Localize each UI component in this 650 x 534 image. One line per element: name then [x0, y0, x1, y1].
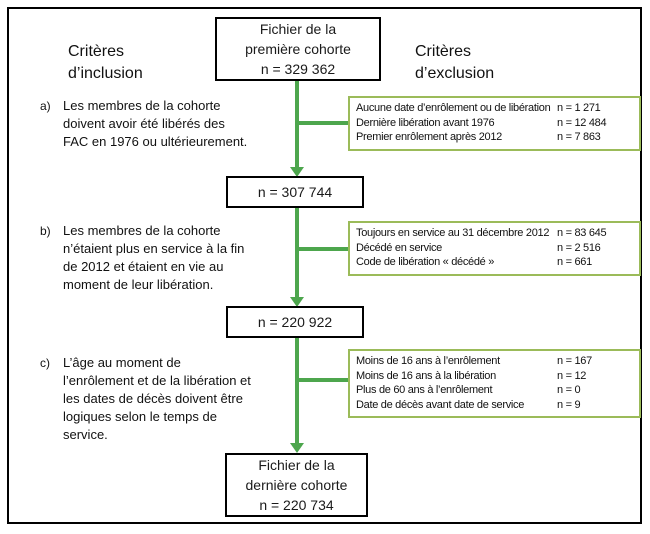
exclusion-box-a: Aucune date d’enrôlement ou de libératio… — [348, 96, 641, 151]
exclusion-row: Moins de 16 ans à la libération n = 12 — [356, 369, 633, 384]
outer-border — [7, 7, 642, 524]
exclusion-label: Moins de 16 ans à l’enrôlement — [356, 355, 500, 367]
exclusion-label: Aucune date d’enrôlement ou de libératio… — [356, 102, 551, 114]
exclusion-box-b: Toujours en service au 31 décembre 2012 … — [348, 221, 641, 276]
exclusion-count: n = 9 — [557, 398, 581, 411]
inclusion-column-header: Critères d’inclusion — [68, 43, 143, 82]
criterion-b-text: Les membres de la cohorte n’étaient plus… — [63, 223, 245, 292]
exclusion-count: n = 1 271 — [557, 102, 601, 114]
exclusion-count: n = 12 — [557, 369, 587, 382]
exclusion-row: Toujours en service au 31 décembre 2012 … — [356, 226, 633, 241]
criterion-c-text: L’âge au moment de l’enrôlement et de la… — [63, 355, 251, 442]
exclusion-row: Décédé en service n = 2 516 — [356, 241, 633, 256]
criterion-a-text: Les membres de la cohorte doivent avoir … — [63, 98, 248, 149]
cohort-count-box-1: n = 307 744 — [226, 176, 364, 208]
criterion-a-label: a) — [40, 99, 51, 113]
cohort-count-2: n = 220 922 — [257, 314, 333, 330]
exclusion-count: n = 167 — [557, 355, 592, 367]
exclusion-row: Dernière libération avant 1976 n = 12 48… — [356, 116, 633, 131]
exclusion-row: Code de libération « décédé » n = 661 — [356, 255, 633, 270]
exclusion-box-c: Moins de 16 ans à l’enrôlement n = 167 M… — [348, 349, 641, 418]
exclusion-row: Aucune date d’enrôlement ou de libératio… — [356, 101, 633, 116]
exclusion-count: n = 12 484 — [557, 116, 607, 129]
first-cohort-line1: Fichier de la — [259, 21, 337, 37]
first-cohort-count: n = 329 362 — [260, 61, 336, 77]
exclusion-label: Date de décès avant date de service — [356, 398, 525, 411]
exclusion-count: n = 661 — [557, 256, 592, 268]
inclusion-criterion-b: b) Les membres de la cohorte n’étaient p… — [40, 222, 255, 294]
criterion-b-label: b) — [40, 224, 51, 238]
exclusion-count: n = 7 863 — [557, 131, 601, 143]
inclusion-criterion-c: c) L’âge au moment de l’enrôlement et de… — [40, 354, 255, 444]
final-cohort-line2: dernière cohorte — [245, 477, 348, 493]
exclusion-label: Toujours en service au 31 décembre 2012 — [356, 227, 550, 239]
cohort-count-1: n = 307 744 — [257, 184, 333, 200]
exclusion-count: n = 0 — [557, 384, 581, 396]
exclusion-row: Premier enrôlement après 2012 n = 7 863 — [356, 130, 633, 145]
criterion-c-label: c) — [40, 356, 50, 370]
exclusion-label: Décédé en service — [356, 241, 443, 254]
exclusion-column-header: Critères d’exclusion — [415, 43, 495, 82]
exclusion-row: Plus de 60 ans à l’enrôlement n = 0 — [356, 383, 633, 398]
final-cohort-count: n = 220 734 — [259, 497, 334, 513]
inclusion-criterion-a: a) Les membres de la cohorte doivent avo… — [40, 97, 255, 151]
exclusion-count: n = 83 645 — [557, 227, 607, 239]
exclusion-label: Moins de 16 ans à la libération — [356, 369, 496, 382]
exclusion-row: Moins de 16 ans à l’enrôlement n = 167 — [356, 354, 633, 369]
final-cohort-line1: Fichier de la — [258, 457, 335, 473]
first-cohort-box: Fichier de la première cohorte n = 329 3… — [215, 17, 381, 81]
exclusion-label: Code de libération « décédé » — [356, 256, 495, 268]
first-cohort-line2: première cohorte — [245, 41, 351, 57]
final-cohort-box: Fichier de la dernière cohorte n = 220 7… — [225, 453, 368, 517]
cohort-count-box-2: n = 220 922 — [226, 306, 364, 338]
exclusion-label: Premier enrôlement après 2012 — [356, 131, 502, 143]
exclusion-row: Date de décès avant date de service n = … — [356, 398, 633, 413]
exclusion-label: Plus de 60 ans à l’enrôlement — [356, 384, 493, 396]
exclusion-count: n = 2 516 — [557, 241, 601, 254]
exclusion-label: Dernière libération avant 1976 — [356, 116, 495, 129]
